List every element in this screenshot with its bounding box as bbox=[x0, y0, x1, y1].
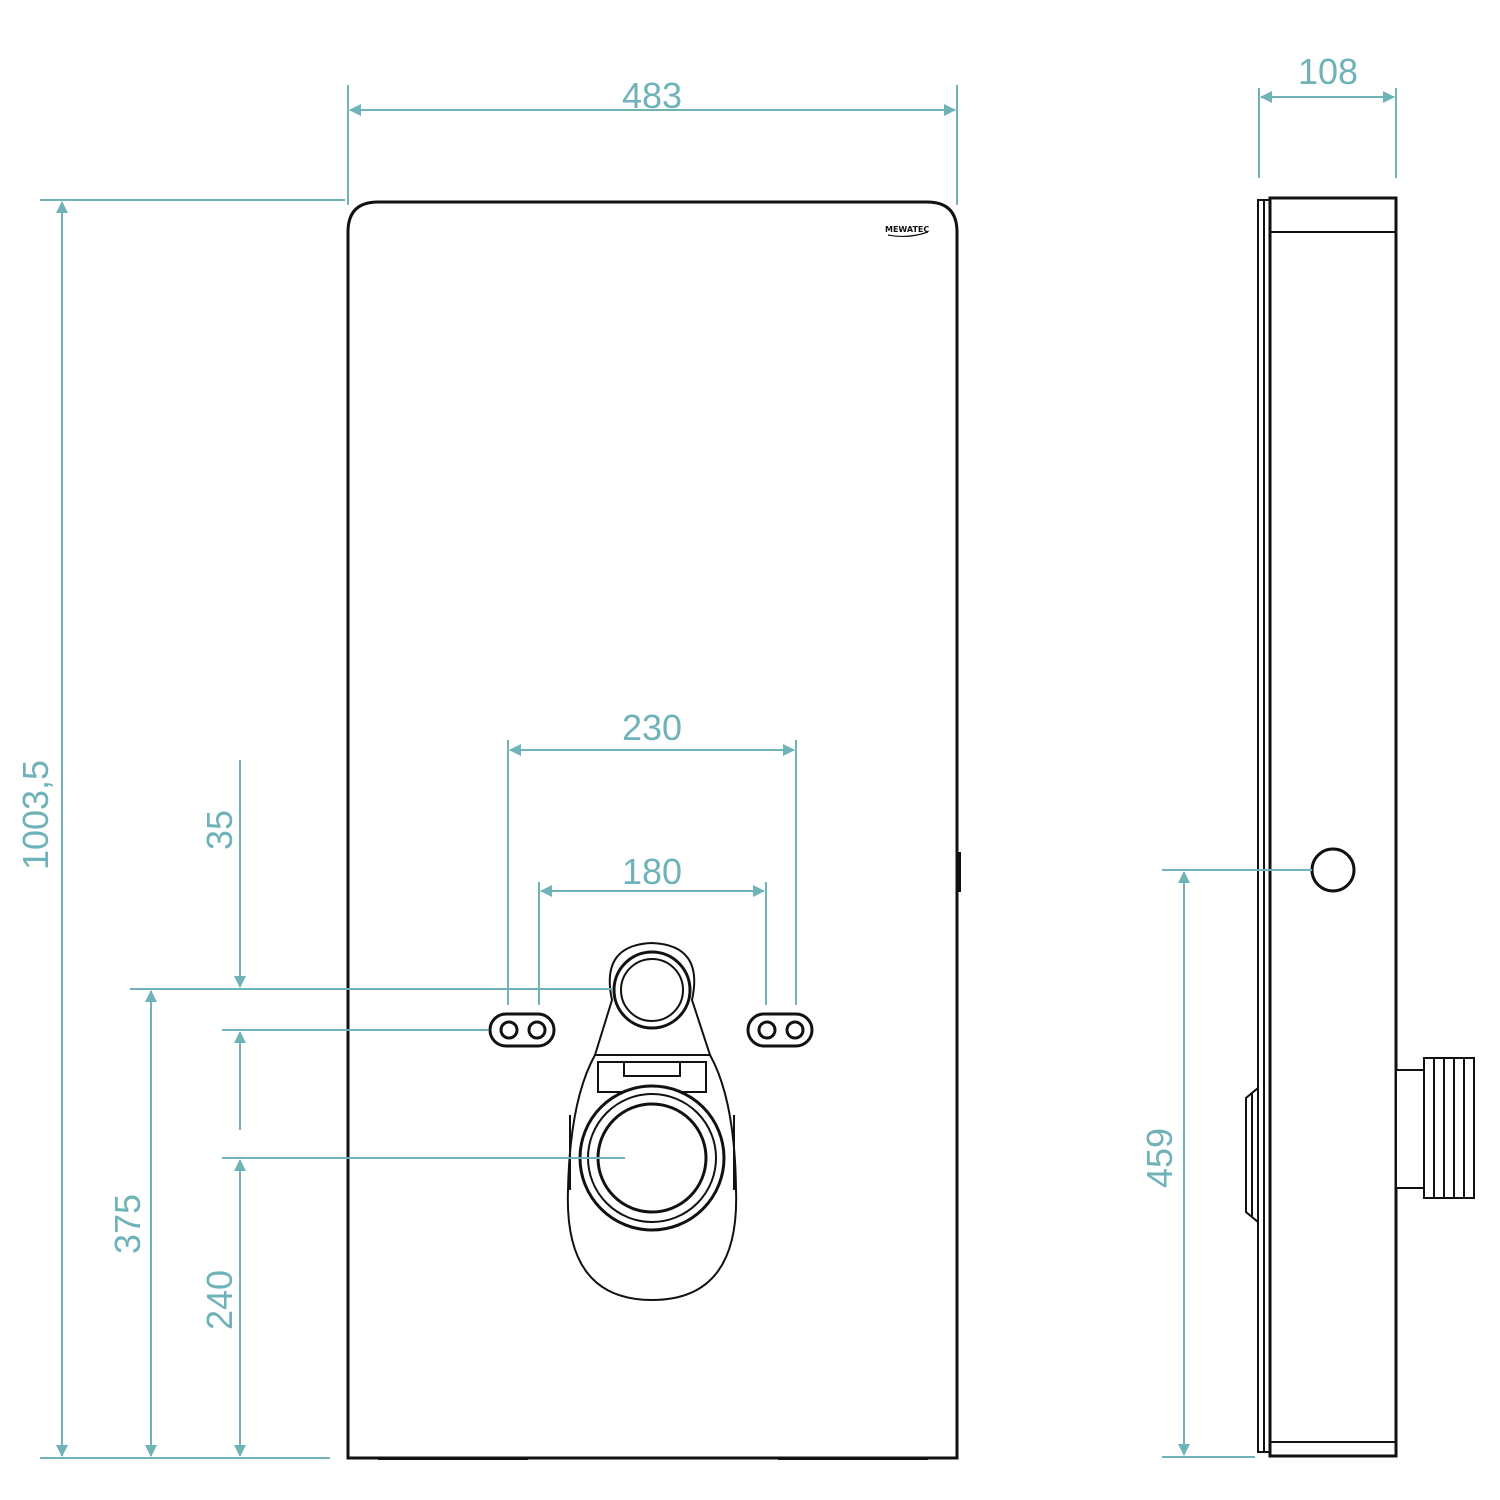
depth-dimension-label: 108 bbox=[1298, 51, 1358, 92]
outlet-height-dimension-label: 240 bbox=[199, 1270, 240, 1330]
bracket-height-dimension-label: 375 bbox=[107, 1194, 148, 1254]
mounting-bracket-left bbox=[488, 1012, 556, 1048]
mounting-bracket-right bbox=[746, 1012, 814, 1048]
mewatec-logo: MEWATEC bbox=[885, 225, 929, 238]
front-panel-outline bbox=[346, 200, 959, 1460]
side-body-outline bbox=[1268, 196, 1398, 1458]
width-dimension-label: 483 bbox=[622, 75, 682, 116]
side-tab bbox=[956, 852, 961, 892]
side-inlet-dimension-label: 459 bbox=[1139, 1128, 1180, 1188]
front-view: MEWATEC bbox=[346, 200, 961, 1460]
bracket-outer-dimension-label: 230 bbox=[622, 707, 682, 748]
flush-pipe-connection bbox=[593, 941, 712, 1056]
bracket-inner-dimension-label: 180 bbox=[622, 851, 682, 892]
outlet-pipe bbox=[1395, 1057, 1475, 1199]
side-view bbox=[1245, 196, 1475, 1458]
bracket-offset-dimension-label: 35 bbox=[199, 810, 240, 850]
dimension-lines: 483 108 1003,5 230 180 35 375 bbox=[15, 51, 1397, 1459]
logo-text: MEWATEC bbox=[885, 225, 929, 234]
side-inlet-circle bbox=[1310, 847, 1356, 893]
height-dimension-label: 1003,5 bbox=[15, 760, 56, 870]
